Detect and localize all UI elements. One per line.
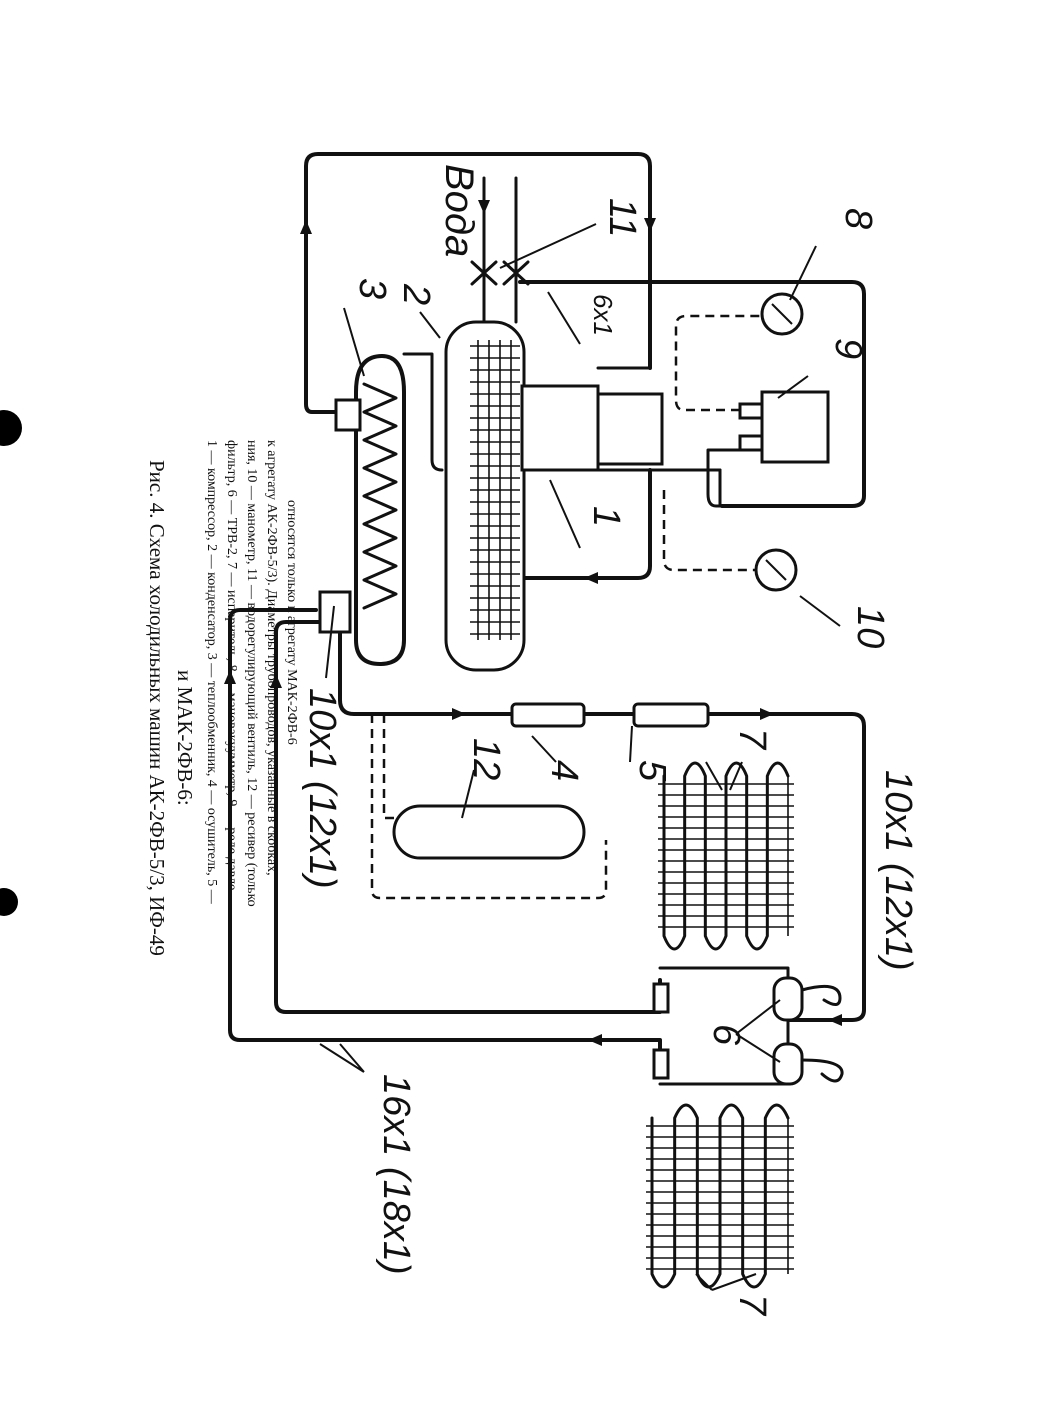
expansion-valve-bulbs <box>800 984 844 1083</box>
evaporator-fitting-2 <box>652 1048 670 1080</box>
condenser-coil-grid <box>470 340 520 640</box>
expansion-valve-2 <box>772 1042 804 1086</box>
flow-arrow <box>270 674 282 688</box>
label-7-lower: 7 <box>731 1294 773 1317</box>
heat-exchanger-top-fitting <box>334 398 362 432</box>
evaporator-lower <box>646 1103 794 1289</box>
heat-exchanger-bottom-fitting <box>318 590 352 634</box>
label-2: 2 <box>395 283 437 305</box>
label-5: 5 <box>631 760 673 782</box>
condenser <box>444 320 526 672</box>
leader-lines <box>319 223 841 1291</box>
receiver <box>392 804 586 860</box>
pressure-gauge-needle <box>765 559 787 581</box>
punch-hole-top <box>0 410 22 446</box>
flow-arrow <box>760 708 774 720</box>
label-6: 6 <box>705 1024 747 1046</box>
pressure-switch-port-2 <box>738 434 764 452</box>
receiver-pipes <box>370 714 608 900</box>
heat-exchanger-coil <box>362 382 398 610</box>
caption-legend-line-3: ния, 10 — манометр, 11 — водорегулирующи… <box>244 440 259 907</box>
label-pipe-6x1: 6x1 <box>588 294 618 336</box>
expansion-valve-1 <box>772 976 804 1022</box>
gauge-8-line <box>674 314 760 412</box>
suction-line-outer <box>228 608 662 1062</box>
label-pipe-16x1-18x1: 16x1 (18x1) <box>375 1074 417 1275</box>
flow-arrow <box>588 1034 602 1046</box>
label-water: Вода <box>437 164 481 257</box>
filter <box>632 702 710 728</box>
flow-arrow <box>300 220 312 234</box>
flow-arrow <box>644 218 656 232</box>
compressor-head <box>596 392 664 466</box>
caption-title-cont: и МАК-2ФВ-6: <box>173 670 197 806</box>
pressure-switch <box>760 390 830 464</box>
label-pipe-10x1-12x1-a: 10x1 (12x1) <box>301 688 343 889</box>
compressor-body <box>520 384 600 472</box>
water-supply-pipe <box>482 176 518 324</box>
discharge-pipe <box>520 280 652 580</box>
liquid-line-pipe <box>338 598 866 1022</box>
heat-exchanger-link <box>402 352 444 472</box>
label-12: 12 <box>465 738 507 780</box>
flow-arrow <box>828 1014 842 1026</box>
water-regulating-valve-2 <box>502 260 530 286</box>
label-11: 11 <box>601 198 643 237</box>
caption-legend-line-1: 1 — компрессор, 2 — конденсатор, 3 — теп… <box>204 440 219 905</box>
label-10: 10 <box>849 606 891 648</box>
punch-hole-bottom <box>0 888 18 916</box>
water-regulating-valve <box>470 260 498 286</box>
gauge-10-line <box>662 490 756 572</box>
label-8: 8 <box>837 208 879 229</box>
label-7-upper: 7 <box>731 728 773 751</box>
water-circuit-pipe <box>518 280 866 508</box>
caption-title: Рис. 4. Схема холодильных машин АК-2ФВ-5… <box>145 460 169 956</box>
suction-line-inner <box>274 620 662 1014</box>
flow-arrow <box>224 670 236 684</box>
pressure-switch-pipe <box>706 448 742 508</box>
flow-arrow <box>478 200 490 214</box>
flow-arrow <box>452 708 466 720</box>
label-1: 1 <box>585 506 627 527</box>
evaporator-fitting-1 <box>652 982 670 1014</box>
compound-gauge-needle <box>771 303 793 325</box>
label-4: 4 <box>543 760 585 781</box>
pressure-switch-port-1 <box>738 402 764 420</box>
label-pipe-10x1-12x1-b: 10x1 (12x1) <box>877 770 919 971</box>
evaporator-upper <box>658 761 794 951</box>
suction-return-pipe <box>304 152 652 414</box>
flow-arrow <box>584 572 598 584</box>
evaporator-manifold <box>658 966 790 1086</box>
label-3: 3 <box>351 278 393 299</box>
dryer <box>510 702 586 728</box>
heat-exchanger-shell <box>354 354 406 666</box>
label-9: 9 <box>827 338 869 359</box>
